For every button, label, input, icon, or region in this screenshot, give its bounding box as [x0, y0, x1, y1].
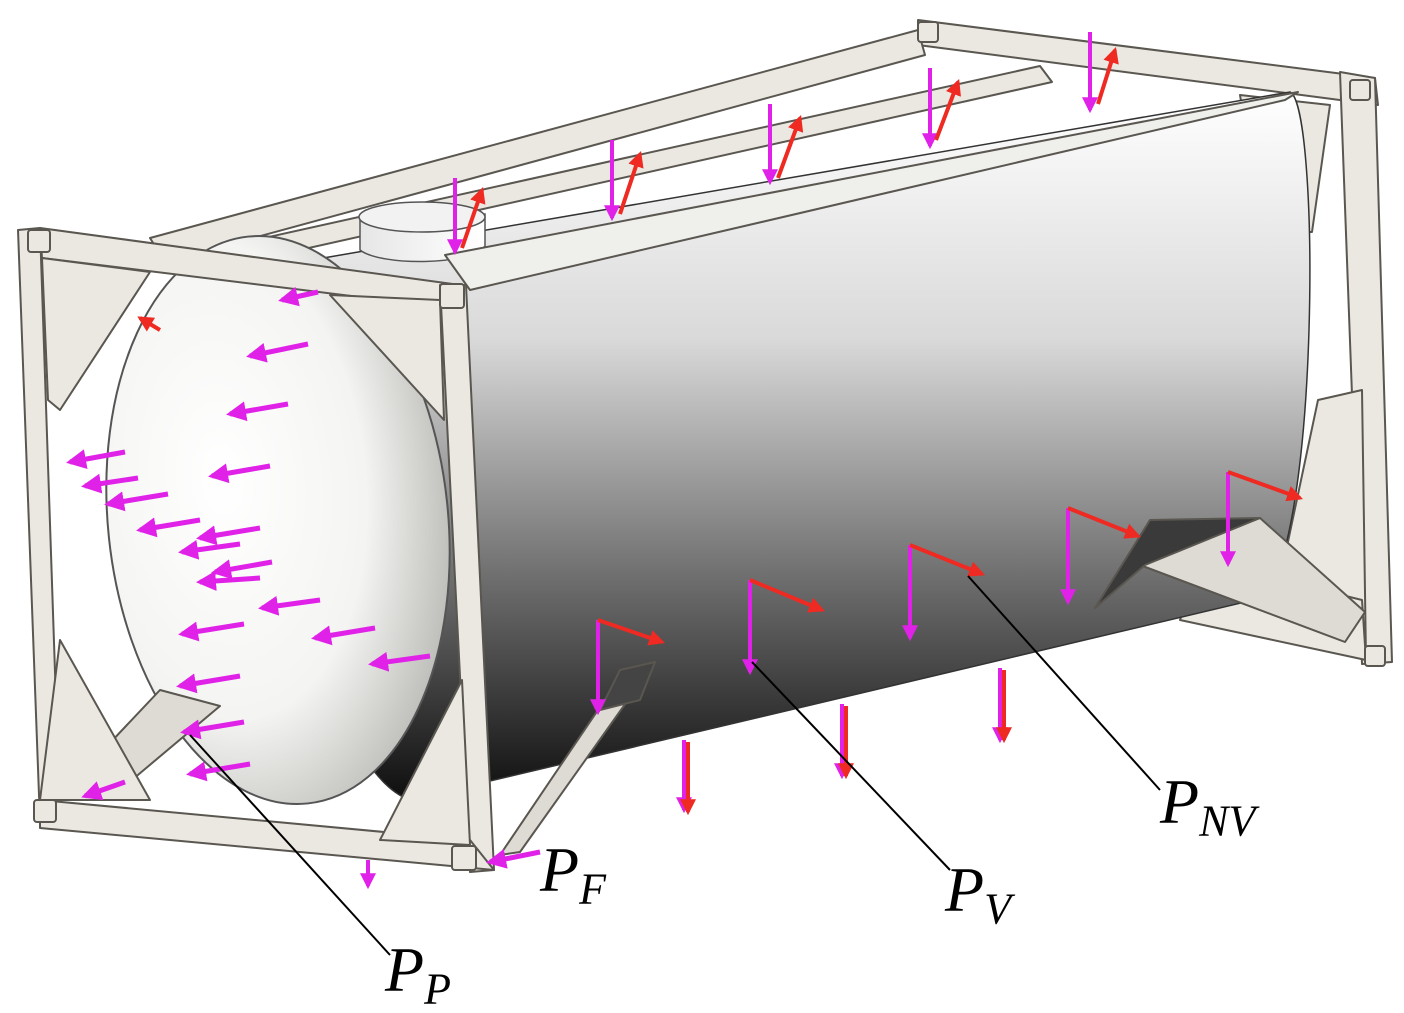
leader-line-pnv	[967, 575, 1161, 791]
magenta-left-arrow-icon	[211, 559, 273, 580]
red-arrow-icon	[934, 79, 961, 141]
magenta-left-arrow-icon	[81, 779, 126, 801]
label-pv-sub: V	[984, 884, 1011, 934]
red-arrow-icon	[137, 316, 162, 332]
magenta-left-arrow-icon	[176, 673, 241, 694]
label-pp-main: P	[385, 934, 425, 1005]
red-arrow-icon	[1096, 46, 1119, 105]
label-pnv-sub: NV	[1199, 796, 1256, 846]
magenta-left-arrow-icon	[104, 491, 169, 512]
label-pp: PP	[385, 938, 451, 1011]
magenta-left-arrow-icon	[81, 473, 139, 494]
magenta-left-arrow-icon	[178, 621, 245, 642]
red-arrow-icon	[597, 618, 666, 646]
magenta-left-arrow-icon	[278, 286, 319, 307]
side-load-arrows	[360, 470, 1304, 890]
magenta-left-arrow-icon	[180, 719, 245, 740]
magenta-left-arrow-icon	[208, 463, 271, 484]
magenta-left-arrow-icon	[246, 341, 309, 363]
magenta-left-arrow-icon	[368, 651, 431, 672]
label-pf: PF	[540, 838, 606, 911]
red-arrow-icon	[1227, 470, 1304, 502]
top-vertical-arrows	[447, 32, 1098, 256]
red-arrow-icon	[776, 114, 804, 179]
saddle-supports	[74, 517, 1366, 856]
front-frame	[17, 21, 1386, 873]
tank-shell	[105, 91, 1311, 805]
magenta-left-arrow-icon	[226, 401, 289, 422]
label-pv: PV	[945, 858, 1011, 931]
label-pf-main: P	[540, 834, 580, 905]
red-arrow-icon	[460, 186, 486, 249]
magenta-left-arrow-icon	[136, 517, 201, 538]
magenta-left-arrow-icon	[311, 625, 376, 646]
magenta-left-arrow-icon	[196, 525, 261, 546]
magenta-left-arrow-icon	[196, 570, 261, 591]
leader-line-pv	[751, 661, 951, 871]
label-pf-sub: F	[579, 864, 606, 914]
pressure-arrows	[66, 286, 541, 869]
red-arrow-icon	[749, 578, 825, 613]
magenta-left-arrow-icon	[178, 539, 241, 560]
label-pnv-main: P	[1160, 766, 1200, 837]
red-arrow-icon	[618, 150, 644, 215]
label-pv-main: P	[945, 854, 985, 925]
label-pp-sub: P	[424, 964, 451, 1013]
leader-lines	[189, 575, 1161, 956]
magenta-left-arrow-icon	[258, 595, 321, 616]
top-walkway	[444, 91, 1299, 291]
label-pnv: PNV	[1160, 770, 1255, 843]
top-red-arrows	[137, 46, 1119, 332]
red-arrow-icon	[1067, 506, 1141, 539]
red-arrow-icon	[909, 543, 985, 577]
leader-line-pp	[189, 734, 391, 956]
magenta-left-arrow-icon	[486, 849, 541, 869]
magenta-left-arrow-icon	[66, 449, 126, 469]
